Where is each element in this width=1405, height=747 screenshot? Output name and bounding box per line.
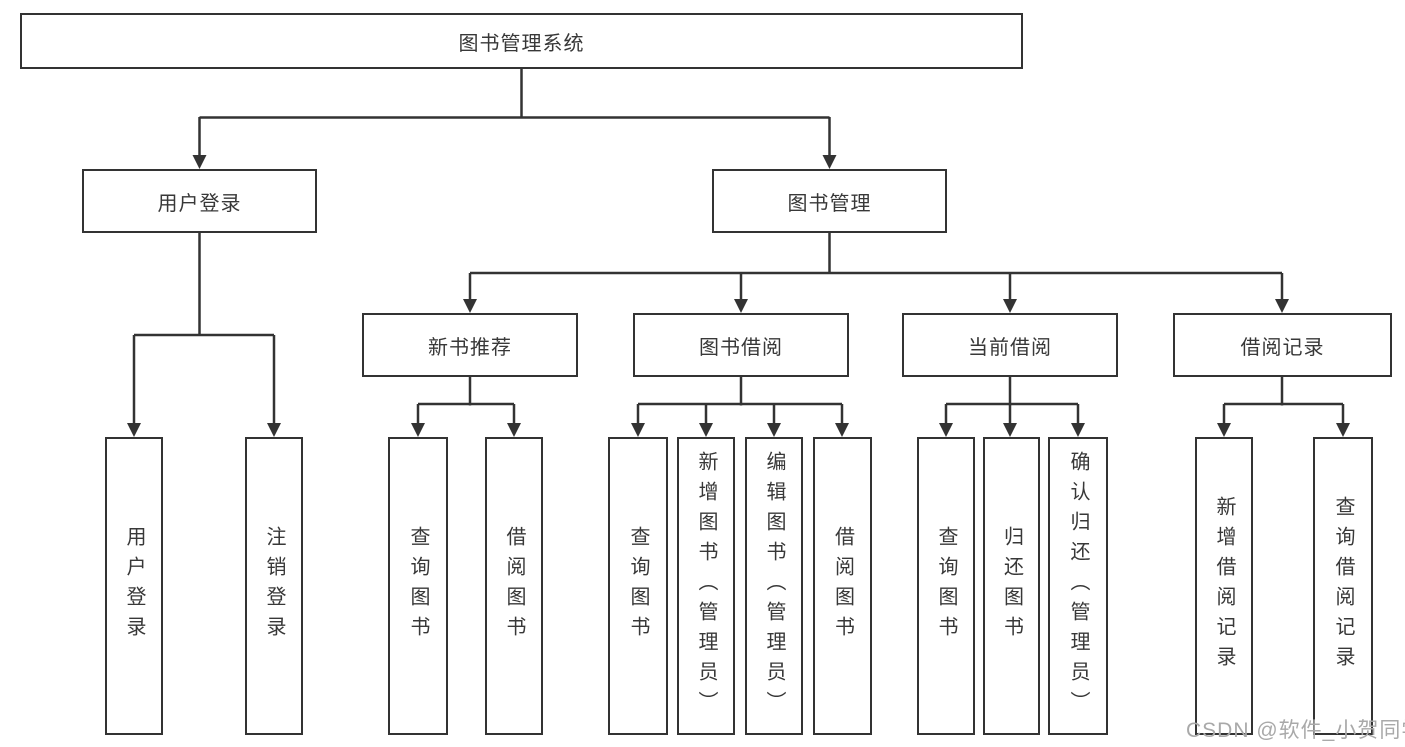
node-new-book-recommend: 新书推荐 [362,313,578,377]
leaf-bb-add-books-label: 新增图书（管理员） [695,451,717,721]
leaf-cb-confirm-return: 确认归还（管理员） [1048,437,1108,735]
node-user-login: 用户登录 [82,169,317,233]
leaf-nbr-query-books: 查询图书 [388,437,448,735]
leaf-bb-borrow-books: 借阅图书 [813,437,872,735]
leaf-logout-label: 注销登录 [263,526,285,646]
leaf-br-add-record-label: 新增借阅记录 [1213,496,1235,676]
leaf-cb-query-books-label: 查询图书 [935,526,957,646]
node-book-borrow: 图书借阅 [633,313,849,377]
leaf-cb-query-books: 查询图书 [917,437,975,735]
leaf-br-add-record: 新增借阅记录 [1195,437,1253,735]
leaf-bb-query-books-label: 查询图书 [627,526,649,646]
node-borrow-record: 借阅记录 [1173,313,1392,377]
leaf-br-query-record-label: 查询借阅记录 [1332,496,1354,676]
leaf-nbr-query-books-label: 查询图书 [407,526,429,646]
leaf-bb-edit-books: 编辑图书（管理员） [745,437,803,735]
leaf-bb-edit-books-label: 编辑图书（管理员） [763,451,785,721]
leaf-bb-add-books: 新增图书（管理员） [677,437,735,735]
node-library-management-system: 图书管理系统 [20,13,1023,69]
leaf-cb-return-books-label: 归还图书 [1000,526,1023,646]
leaf-user-login: 用户登录 [105,437,163,735]
node-book-management: 图书管理 [712,169,947,233]
leaf-logout: 注销登录 [245,437,303,735]
leaf-nbr-borrow-books: 借阅图书 [485,437,543,735]
leaf-cb-return-books: 归还图书 [983,437,1040,735]
node-current-borrow: 当前借阅 [902,313,1118,377]
leaf-bb-query-books: 查询图书 [608,437,668,735]
leaf-nbr-borrow-books-label: 借阅图书 [503,526,525,646]
leaf-cb-confirm-return-label: 确认归还（管理员） [1067,451,1089,721]
leaf-br-query-record: 查询借阅记录 [1313,437,1373,735]
leaf-user-login-label: 用户登录 [123,526,145,646]
csdn-watermark: CSDN @软件_小贺同学 [1186,719,1405,742]
leaf-bb-borrow-books-label: 借阅图书 [831,526,854,646]
